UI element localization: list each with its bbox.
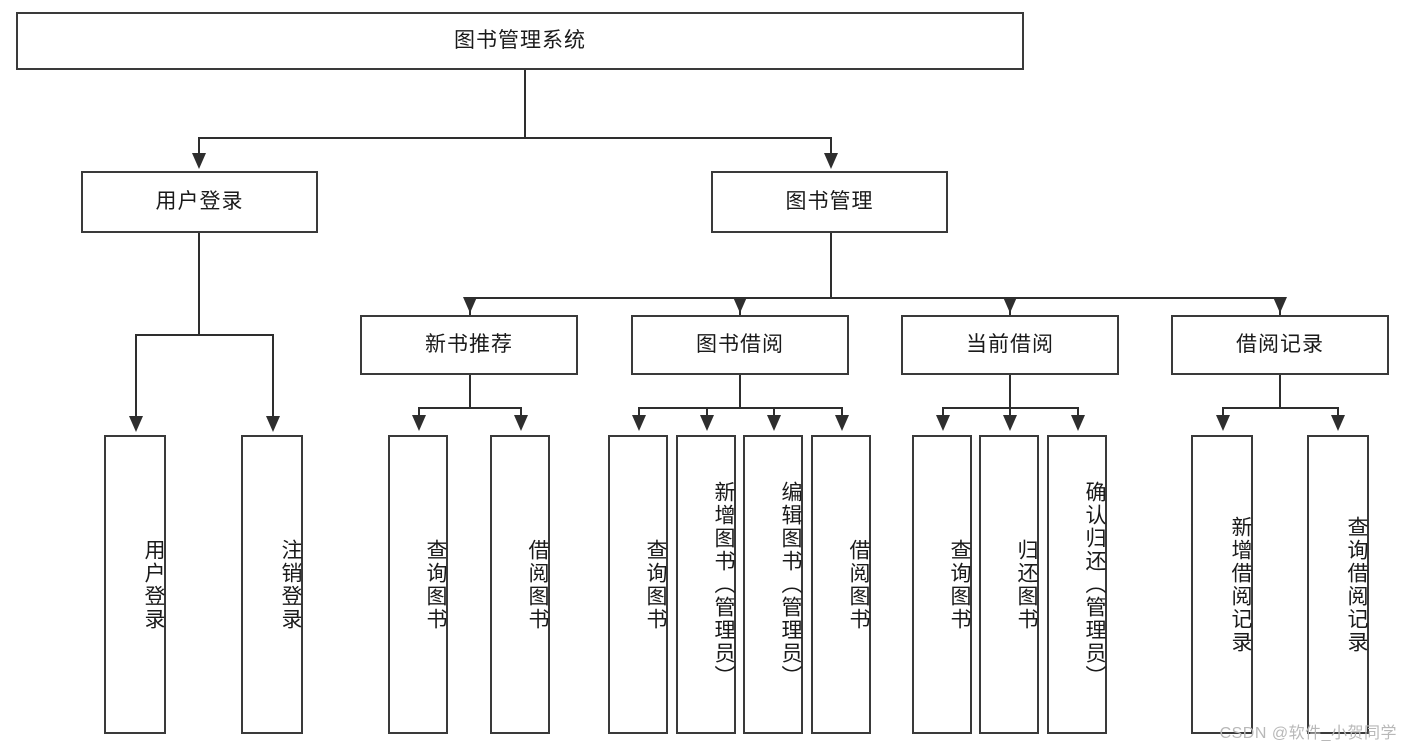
arrowhead-book-borrow-leaf-2 xyxy=(700,415,714,431)
node-label: 查询图书 xyxy=(948,538,971,631)
connector-level3-bar xyxy=(469,297,1279,299)
node-current-borrow[interactable]: 当前借阅 xyxy=(901,315,1119,375)
connector-new-book-drop-1 xyxy=(418,407,420,417)
node-label: 用户登录 xyxy=(155,190,244,214)
leaf-book-borrow-edit[interactable]: 编辑图书（管理员） xyxy=(743,435,803,734)
arrowhead-new-book-leaf-1 xyxy=(412,415,426,431)
node-label: 查询图书 xyxy=(644,538,667,631)
leaf-current-borrow-query[interactable]: 查询图书 xyxy=(912,435,972,734)
node-user-login[interactable]: 用户登录 xyxy=(81,171,318,233)
connector-user-login-drop-2 xyxy=(272,334,274,418)
node-label: 归还图书 xyxy=(1015,538,1038,631)
connector-book-borrow-drop-4 xyxy=(841,407,843,417)
connector-book-borrow-drop-3 xyxy=(773,407,775,417)
node-label: 新书推荐 xyxy=(425,333,513,357)
connector-book-borrow-bar xyxy=(638,407,841,409)
arrowhead-book-borrow-leaf-4 xyxy=(835,415,849,431)
node-label: 编辑图书（管理员） xyxy=(779,481,802,688)
arrowhead-new-book-leaf-2 xyxy=(514,415,528,431)
connector-user-login-stem xyxy=(198,233,200,335)
node-label: 新增图书（管理员） xyxy=(712,481,735,688)
arrowhead-to-new-book-recommend xyxy=(463,297,477,313)
node-label: 确认归还（管理员） xyxy=(1083,481,1106,688)
node-label: 查询借阅记录 xyxy=(1345,515,1368,654)
node-label: 图书借阅 xyxy=(696,333,784,357)
node-label: 注销登录 xyxy=(279,538,302,631)
connector-book-borrow-drop-1 xyxy=(638,407,640,417)
arrowhead-book-borrow-leaf-1 xyxy=(632,415,646,431)
connector-book-borrow-drop-2 xyxy=(706,407,708,417)
arrowhead-current-borrow-leaf-3 xyxy=(1071,415,1085,431)
connector-new-book-stem xyxy=(469,375,471,408)
arrowhead-to-book-borrow xyxy=(733,297,747,313)
arrowhead-current-borrow-leaf-2 xyxy=(1003,415,1017,431)
connector-current-borrow-stem xyxy=(1009,375,1011,408)
node-label: 用户登录 xyxy=(142,538,165,631)
connector-current-borrow-drop-2 xyxy=(1009,407,1011,417)
leaf-current-borrow-confirm-return[interactable]: 确认归还（管理员） xyxy=(1047,435,1107,734)
arrowhead-to-user-login xyxy=(192,153,206,169)
arrowhead-to-current-borrow xyxy=(1003,297,1017,313)
leaf-book-borrow-borrow[interactable]: 借阅图书 xyxy=(811,435,871,734)
node-label: 借阅图书 xyxy=(526,538,549,631)
node-label: 新增借阅记录 xyxy=(1229,515,1252,654)
connector-root-stem xyxy=(524,70,526,138)
arrowhead-to-borrow-record xyxy=(1273,297,1287,313)
leaf-user-login-login[interactable]: 用户登录 xyxy=(104,435,166,734)
node-label: 借阅记录 xyxy=(1236,333,1324,357)
connector-new-book-drop-2 xyxy=(520,407,522,417)
leaf-borrow-record-query[interactable]: 查询借阅记录 xyxy=(1307,435,1369,734)
leaf-book-borrow-query[interactable]: 查询图书 xyxy=(608,435,668,734)
connector-level2-bar xyxy=(198,137,832,139)
connector-user-login-drop-1 xyxy=(135,334,137,418)
arrowhead-book-borrow-leaf-3 xyxy=(767,415,781,431)
connector-current-borrow-drop-3 xyxy=(1077,407,1079,417)
connector-level2-drop-right xyxy=(830,137,832,155)
connector-borrow-record-drop-1 xyxy=(1222,407,1224,417)
node-label: 当前借阅 xyxy=(966,333,1054,357)
node-book-borrow[interactable]: 图书借阅 xyxy=(631,315,849,375)
leaf-new-book-borrow[interactable]: 借阅图书 xyxy=(490,435,550,734)
node-book-management[interactable]: 图书管理 xyxy=(711,171,948,233)
node-label: 查询图书 xyxy=(424,538,447,631)
connector-borrow-record-stem xyxy=(1279,375,1281,408)
arrowhead-to-book-management xyxy=(824,153,838,169)
node-borrow-record[interactable]: 借阅记录 xyxy=(1171,315,1389,375)
leaf-user-login-logout[interactable]: 注销登录 xyxy=(241,435,303,734)
arrowhead-borrow-record-leaf-1 xyxy=(1216,415,1230,431)
connector-current-borrow-drop-1 xyxy=(942,407,944,417)
node-label: 借阅图书 xyxy=(847,538,870,631)
connector-new-book-bar xyxy=(418,407,521,409)
node-label: 图书管理系统 xyxy=(454,29,586,53)
arrowhead-borrow-record-leaf-2 xyxy=(1331,415,1345,431)
arrowhead-user-login-leaf-2 xyxy=(266,416,280,432)
connector-borrow-record-bar xyxy=(1222,407,1338,409)
connector-book-management-stem xyxy=(830,233,832,298)
arrowhead-user-login-leaf-1 xyxy=(129,416,143,432)
node-new-book-recommend[interactable]: 新书推荐 xyxy=(360,315,578,375)
leaf-book-borrow-add[interactable]: 新增图书（管理员） xyxy=(676,435,736,734)
connector-book-borrow-stem xyxy=(739,375,741,408)
arrowhead-current-borrow-leaf-1 xyxy=(936,415,950,431)
connector-level2-drop-left xyxy=(198,137,200,155)
leaf-new-book-query[interactable]: 查询图书 xyxy=(388,435,448,734)
leaf-current-borrow-return[interactable]: 归还图书 xyxy=(979,435,1039,734)
connector-borrow-record-drop-2 xyxy=(1337,407,1339,417)
node-label: 图书管理 xyxy=(785,190,874,214)
leaf-borrow-record-add[interactable]: 新增借阅记录 xyxy=(1191,435,1253,734)
connector-user-login-bar xyxy=(135,334,273,336)
node-root-book-management-system[interactable]: 图书管理系统 xyxy=(16,12,1024,70)
